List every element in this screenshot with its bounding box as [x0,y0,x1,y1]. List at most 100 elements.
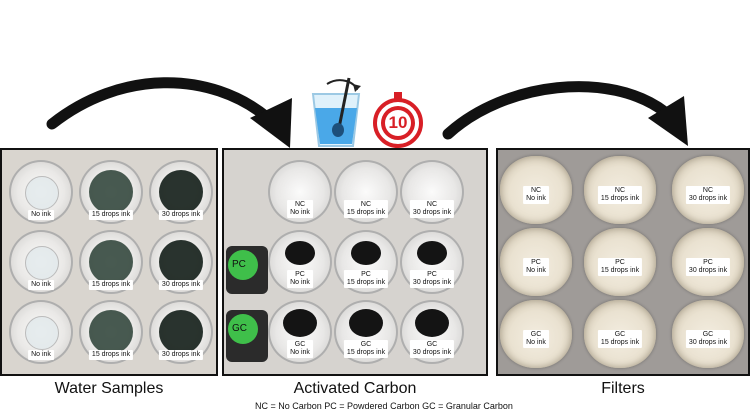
sample-label-line: NC [614,187,626,194]
sample-label: 15 drops ink [88,350,134,360]
activated-carbon-title: Activated Carbon [293,380,417,397]
sample-label-line: No ink [290,209,310,216]
abbreviation-legend: NC = No Carbon PC = Powdered Carbon GC =… [255,401,513,411]
ink-water [159,170,203,214]
sample-label-line: No ink [290,349,310,356]
sample-label-line: 15 drops ink [600,195,640,202]
carbon-mass [283,309,317,337]
sample-label-line: GC [614,331,626,338]
sample-label-line: No ink [31,211,51,218]
ink-water [159,310,203,354]
sample-label-line: PC [703,259,713,266]
sample-label-line: PC [615,259,625,266]
sample-label-line: GC [426,341,438,348]
gc-bottle-label: GC [232,323,247,334]
gc-bottle-cap [228,314,258,344]
sample-label-line: No ink [290,279,310,286]
sample-label-line: No ink [526,195,546,202]
sample-label-line: 15 drops ink [346,209,386,216]
sample-label-line: PC [361,271,371,278]
sample-label-line: 15 drops ink [91,351,131,358]
clear-water [25,316,59,350]
sample-label: 15 drops ink [88,280,134,290]
pc-bottle-cap [228,250,258,280]
sample-label-line: GC [294,341,306,348]
timer-icon [373,92,423,148]
sample-label-line: No ink [31,281,51,288]
sample-label: 30 drops ink [158,350,204,360]
sample-label-line: 30 drops ink [688,195,728,202]
sample-label-line: 15 drops ink [91,281,131,288]
sample-label: 30 drops ink [158,210,204,220]
carbon-mass [415,309,449,337]
sample-label-line: 30 drops ink [161,281,201,288]
sample-label-line: NC [294,201,306,208]
sample-label: No ink [28,280,54,290]
sample-label-line: No ink [526,339,546,346]
sample-label-line: No ink [31,351,51,358]
sample-label-line: 30 drops ink [412,279,452,286]
sample-label-line: 15 drops ink [346,279,386,286]
stirring-glass-icon [311,77,361,147]
sample-label-line: NC [702,187,714,194]
sample-label-line: NC [426,201,438,208]
sample-label-line: GC [702,331,714,338]
sample-label: 30 drops ink [158,280,204,290]
sample-label-line: PC [295,271,305,278]
sample-label-line: 30 drops ink [412,349,452,356]
sample-label-line: 15 drops ink [600,339,640,346]
timer-value: 10 [388,113,408,132]
sample-label-line: NC [530,187,542,194]
carbon-mass [417,241,447,265]
clear-water [25,176,59,210]
sample-label-line: 30 drops ink [688,339,728,346]
sample-label-line: No ink [526,267,546,274]
sample-label: 15 drops ink [88,210,134,220]
sample-label-line: NC [360,201,372,208]
sample-label: No ink [28,210,54,220]
sample-label-line: PC [531,259,541,266]
water-samples-photo: No ink 15 drops ink 30 drops ink No ink 15 d… [0,148,218,376]
sample-label-line: PC [427,271,437,278]
pc-bottle-label: PC [232,259,246,270]
ink-water [89,170,133,214]
sample-label-line: 15 drops ink [346,349,386,356]
sample-label-line: 30 drops ink [161,351,201,358]
carbon-mass [349,309,383,337]
ink-water [159,240,203,284]
carbon-mass [285,241,315,265]
water-samples-title: Water Samples [54,380,164,397]
sample-label-line: 30 drops ink [161,211,201,218]
clear-water [25,246,59,280]
sample-label-line: 30 drops ink [688,267,728,274]
carbon-mass [351,241,381,265]
ink-water [89,310,133,354]
sample-label-line: 15 drops ink [600,267,640,274]
sample-label-line: 30 drops ink [412,209,452,216]
ink-water [89,240,133,284]
sample-label: No ink [28,350,54,360]
arrow-left-icon [46,77,688,148]
filters-title: Filters [601,380,645,397]
sample-label-line: 15 drops ink [91,211,131,218]
